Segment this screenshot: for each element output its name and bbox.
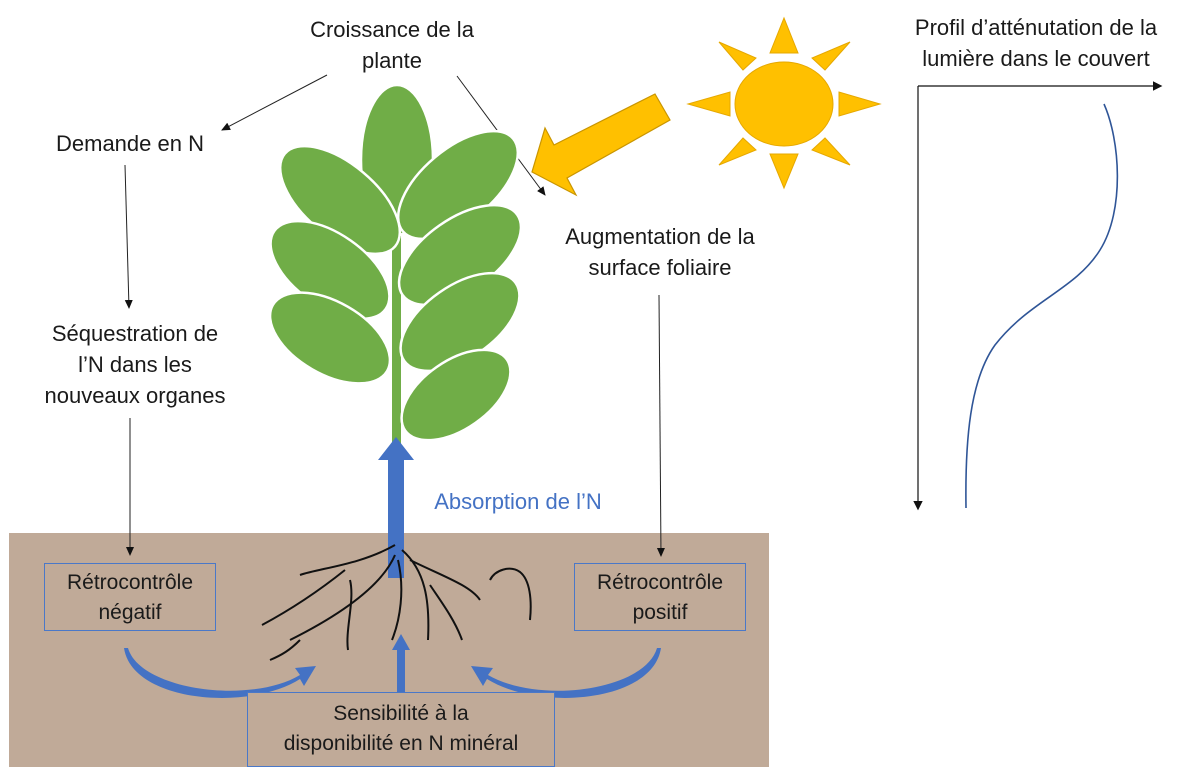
arrow-demande-to-sequestration bbox=[124, 164, 133, 309]
label-absorption: Absorption de l’N bbox=[434, 489, 602, 514]
sunlight-arrow bbox=[531, 93, 671, 197]
plant-roots bbox=[261, 544, 532, 661]
box-sensibilite: Sensibilité à la disponibilité en N miné… bbox=[247, 692, 555, 767]
label-demande: Demande en N bbox=[56, 131, 204, 156]
light-attenuation-curve bbox=[965, 103, 1119, 509]
arrow-croissance-to-demande bbox=[221, 74, 328, 131]
feedback-positive-curve-arrow bbox=[471, 648, 661, 698]
absorption-arrow bbox=[378, 437, 414, 578]
label-croissance: Croissance de la plante bbox=[310, 17, 474, 73]
label-sequestration: Séquestration de l’N dans les nouveaux o… bbox=[44, 321, 226, 408]
box-retrocontrole-negatif: Rétrocontrôle négatif bbox=[44, 563, 216, 631]
sensitivity-arrow bbox=[392, 634, 410, 700]
feedback-negative-curve-arrow bbox=[124, 648, 316, 698]
arrow-augmentation-to-positif bbox=[656, 294, 665, 557]
plant-leaves bbox=[268, 83, 523, 442]
label-profil: Profil d’atténutation de la lumière dans… bbox=[914, 15, 1158, 71]
label-augmentation: Augmentation de la surface foliaire bbox=[565, 224, 755, 280]
box-retrocontrole-positif: Rétrocontrôle positif bbox=[574, 563, 746, 631]
sun-icon bbox=[686, 16, 882, 190]
plant-stem bbox=[392, 210, 401, 450]
